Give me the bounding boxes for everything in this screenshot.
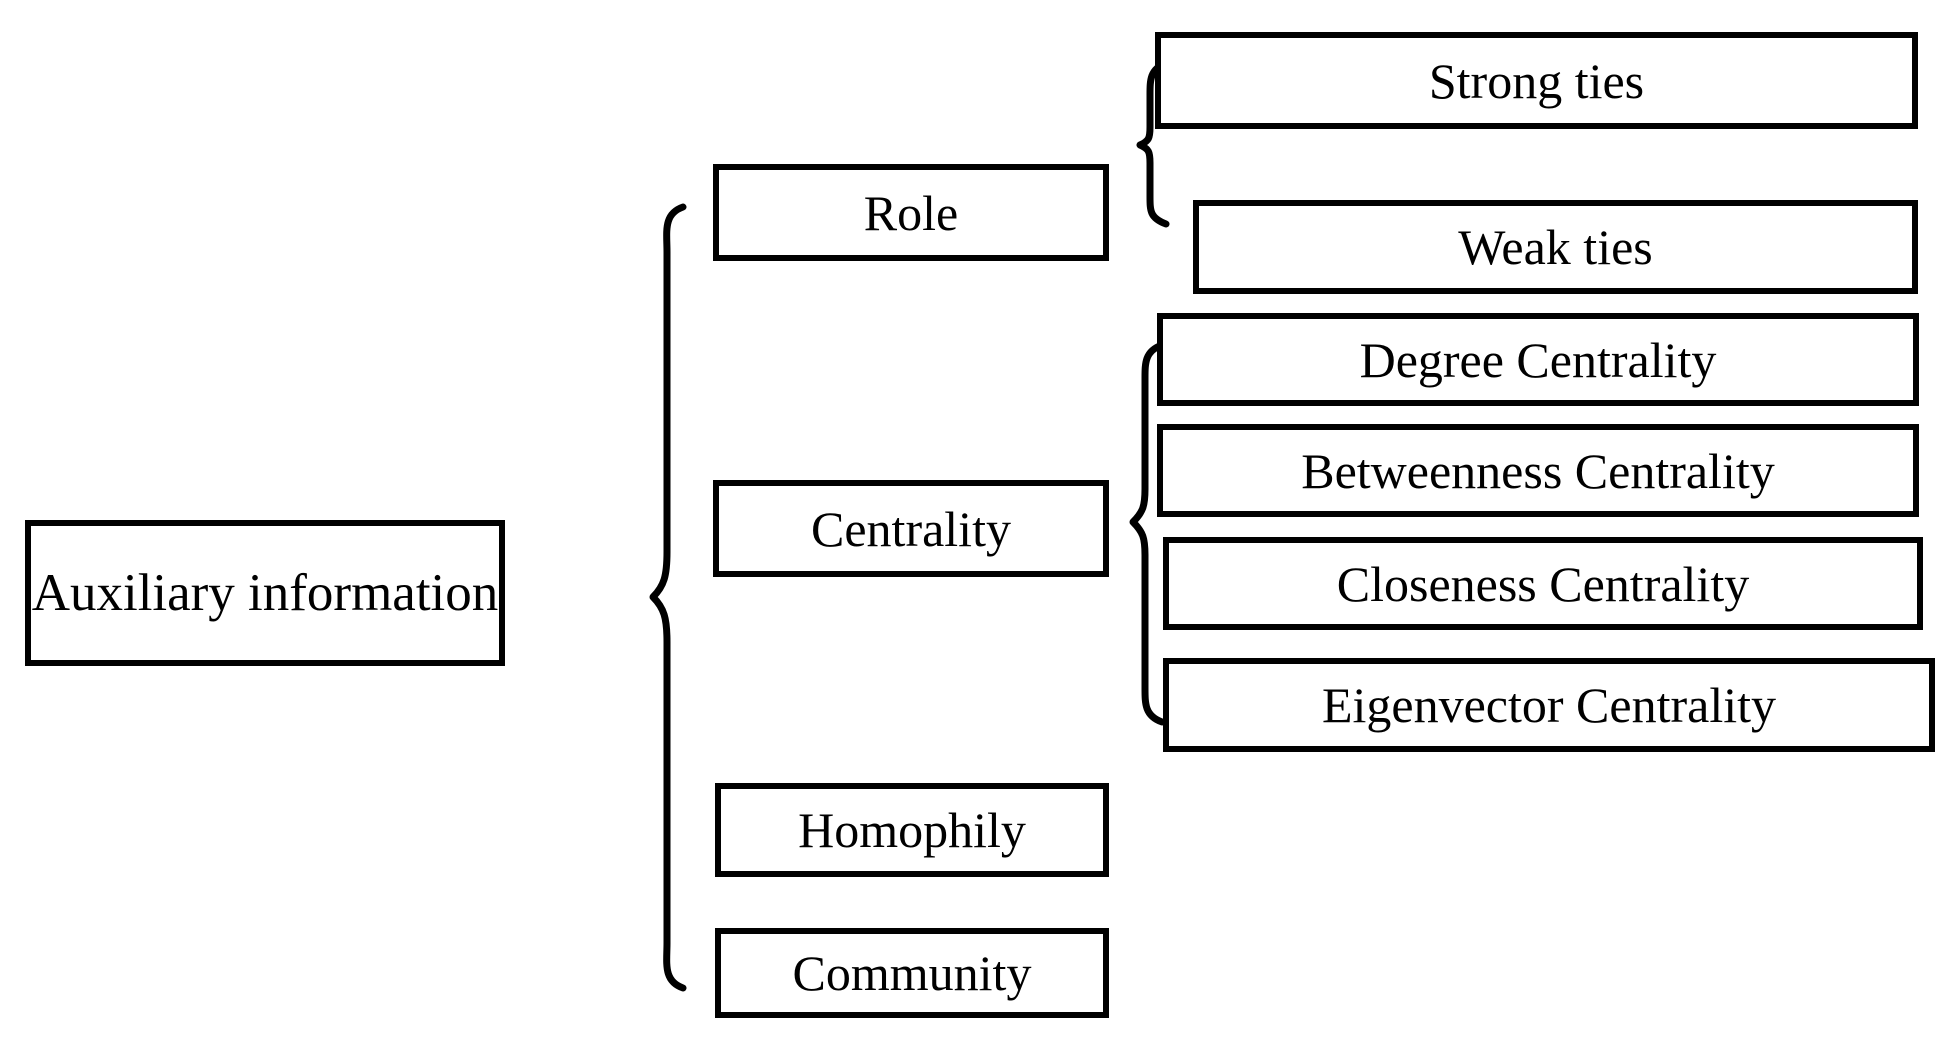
- node-betweenness-centrality[interactable]: Betweenness Centrality: [1157, 424, 1919, 517]
- node-label: Closeness Centrality: [1336, 555, 1750, 612]
- node-eigenvector-centrality[interactable]: Eigenvector Centrality: [1163, 658, 1935, 752]
- node-weak-ties[interactable]: Weak ties: [1193, 200, 1918, 294]
- node-label: Betweenness Centrality: [1301, 442, 1775, 499]
- node-role[interactable]: Role: [713, 164, 1109, 261]
- node-label: Homophily: [798, 802, 1026, 858]
- node-auxiliary-information[interactable]: Auxiliary information: [25, 520, 505, 666]
- node-label: Strong ties: [1428, 52, 1645, 109]
- node-label: Weak ties: [1458, 219, 1653, 275]
- node-strong-ties[interactable]: Strong ties: [1155, 32, 1918, 129]
- node-label: Degree Centrality: [1359, 331, 1717, 388]
- node-label: Auxiliary information: [31, 563, 499, 622]
- node-label: Community: [792, 945, 1032, 1001]
- node-homophily[interactable]: Homophily: [715, 783, 1109, 877]
- node-label: Centrality: [811, 500, 1011, 557]
- node-degree-centrality[interactable]: Degree Centrality: [1157, 313, 1919, 406]
- node-label: Role: [863, 184, 959, 241]
- node-community[interactable]: Community: [715, 928, 1109, 1018]
- node-centrality[interactable]: Centrality: [713, 480, 1109, 577]
- node-closeness-centrality[interactable]: Closeness Centrality: [1163, 537, 1923, 630]
- node-label: Eigenvector Centrality: [1321, 677, 1776, 733]
- root-brace-icon: [649, 203, 687, 992]
